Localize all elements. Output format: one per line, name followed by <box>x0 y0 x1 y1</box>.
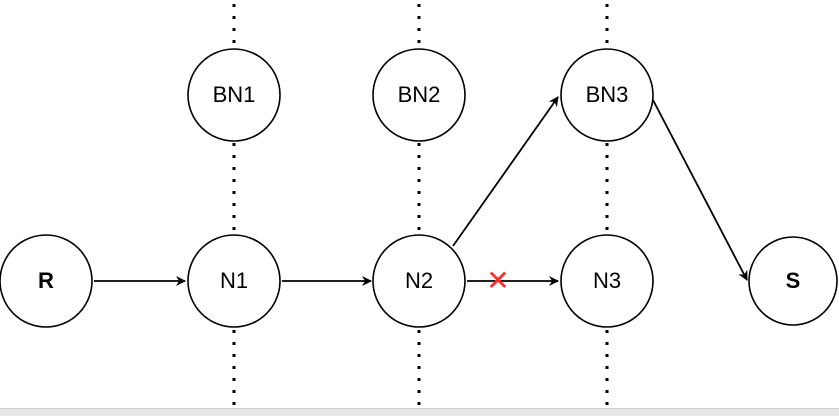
edges <box>94 96 748 286</box>
node-r-label: R <box>38 268 54 293</box>
edge-n2-bn3 <box>452 96 559 247</box>
bottom-scrollbar-track[interactable] <box>0 408 839 416</box>
node-n2[interactable]: N2 <box>372 234 466 328</box>
node-bn1-label: BN1 <box>213 82 256 107</box>
node-bn2[interactable]: BN2 <box>372 48 466 142</box>
node-n1[interactable]: N1 <box>187 234 281 328</box>
node-s-circle <box>748 236 838 326</box>
node-n3-circle <box>560 234 654 328</box>
node-r[interactable]: R <box>0 234 93 328</box>
node-s[interactable]: S <box>748 236 838 326</box>
node-bn3-label: BN3 <box>586 82 629 107</box>
node-r-circle <box>0 234 93 328</box>
node-bn2-circle <box>372 48 466 142</box>
node-bn1-circle <box>187 48 281 142</box>
node-n2-label: N2 <box>405 268 433 293</box>
node-n3[interactable]: N3 <box>560 234 654 328</box>
node-s-label: S <box>786 268 801 293</box>
node-bn2-label: BN2 <box>398 82 441 107</box>
node-n3-label: N3 <box>593 268 621 293</box>
node-bn3[interactable]: BN3 <box>560 48 654 142</box>
node-n1-label: N1 <box>220 268 248 293</box>
node-bn3-circle <box>560 48 654 142</box>
dotted-guides <box>232 4 609 408</box>
edge-bn3-s <box>652 99 748 281</box>
node-bn1[interactable]: BN1 <box>187 48 281 142</box>
broken-link-x-icon: ✕ <box>486 264 509 297</box>
node-n2-circle <box>372 234 466 328</box>
node-n1-circle <box>187 234 281 328</box>
